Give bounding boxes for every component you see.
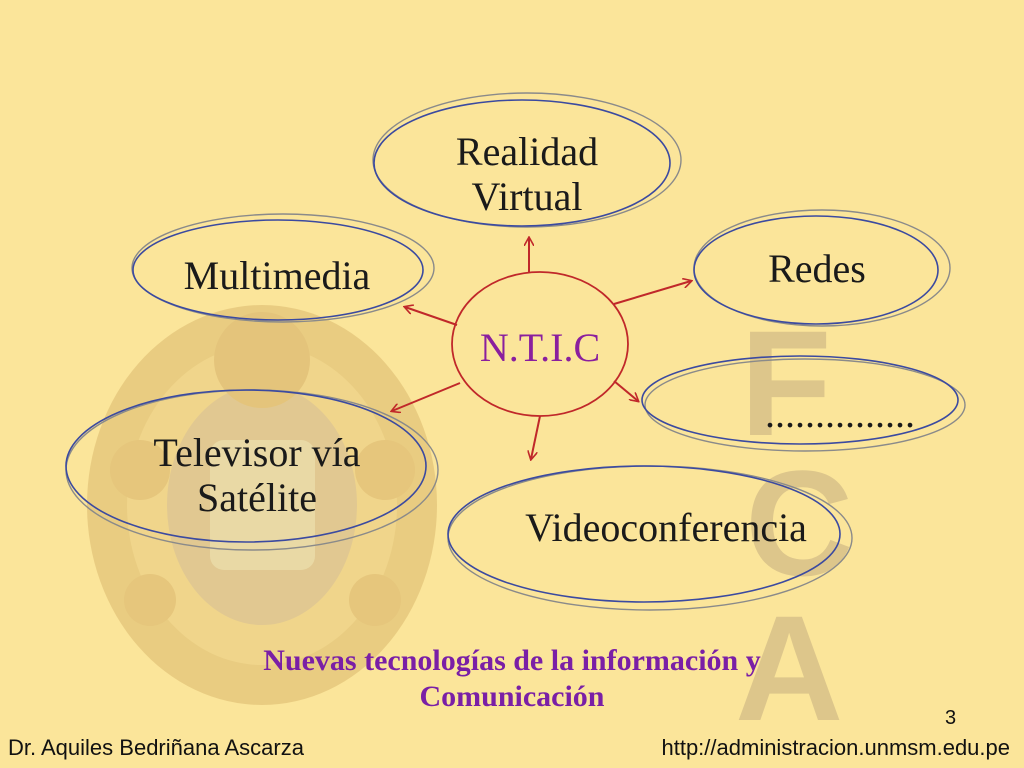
arrows [392,238,691,459]
watermark-letter-f: F [740,299,832,467]
node-videoconferencia-text: Videoconferencia [525,505,807,550]
watermark-letter-a: A [735,584,843,752]
center-node-text: N.T.I.C [479,325,601,370]
watermark-letters: F C A [735,299,853,752]
node-videoconferencia-label: Videoconferencia [486,505,846,551]
node-realidad-virtual-shape [372,92,682,228]
node-televisor-shape [65,389,439,551]
center-node-label: N.T.I.C [455,325,625,371]
node-redes-shape [693,209,951,327]
footer: Dr. Aquiles Bedriñana Ascarza http://adm… [0,735,1024,768]
caption-line-2: Comunicación [419,680,605,713]
crest-emblem [87,305,437,705]
node-multimedia-shape [131,213,435,323]
arrow-to-videoconferencia [531,415,541,459]
node-ellipsis-shape [641,355,966,452]
node-realidad-virtual-line-1: Realidad [455,129,599,174]
node-redes-text: Redes [768,246,866,291]
node-televisor-line-2: Satélite [197,474,317,520]
node-realidad-virtual-label: Realidad Virtual [412,129,642,220]
node-ellipsis-text: ............... [765,391,915,436]
node-videoconferencia-shape [447,465,853,611]
watermark-letter-c: C [745,439,853,607]
slide-caption: Nuevas tecnologías de la información y C… [120,643,904,715]
node-realidad-virtual-line-2: Virtual [471,173,583,219]
node-televisor-label: Televisor vía Satélite [112,430,402,521]
footer-author: Dr. Aquiles Bedriñana Ascarza [8,735,304,760]
caption-line-1: Nuevas tecnologías de la información y [263,644,761,677]
footer-url[interactable]: http://administracion.unmsm.edu.pe [661,735,1010,760]
page-number: 3 [945,707,957,729]
node-multimedia-text: Multimedia [183,253,371,298]
arrow-to-redes [613,281,691,305]
node-ellipsis-label: ............... [740,391,940,437]
node-redes-label: Redes [742,246,892,292]
arrow-to-televisor [392,382,461,411]
arrow-to-multimedia [405,307,458,326]
arrow-to-ellipsis [613,380,638,401]
node-televisor-line-1: Televisor vía [153,430,361,475]
node-multimedia-label: Multimedia [152,253,402,299]
